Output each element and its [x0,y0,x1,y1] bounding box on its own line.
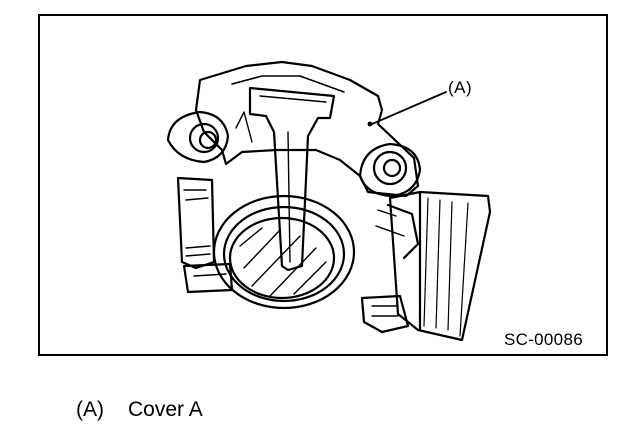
left-mounting-ear [166,110,230,164]
bearing-housing [212,194,356,310]
legend-key: (A) [76,398,104,421]
figure-frame [38,14,608,356]
right-mounting-ear [358,142,422,198]
callout-leader [371,91,447,125]
left-bracket [176,176,234,294]
legend-row: (A) Cover A [76,398,203,422]
callout-label-a: (A) [448,78,473,97]
callout-dot [367,121,373,127]
figure-code: SC-00086 [504,330,583,349]
cover-a [194,60,420,198]
central-spine [248,86,336,272]
legend-text: Cover A [128,398,203,421]
housing-body [360,190,492,342]
